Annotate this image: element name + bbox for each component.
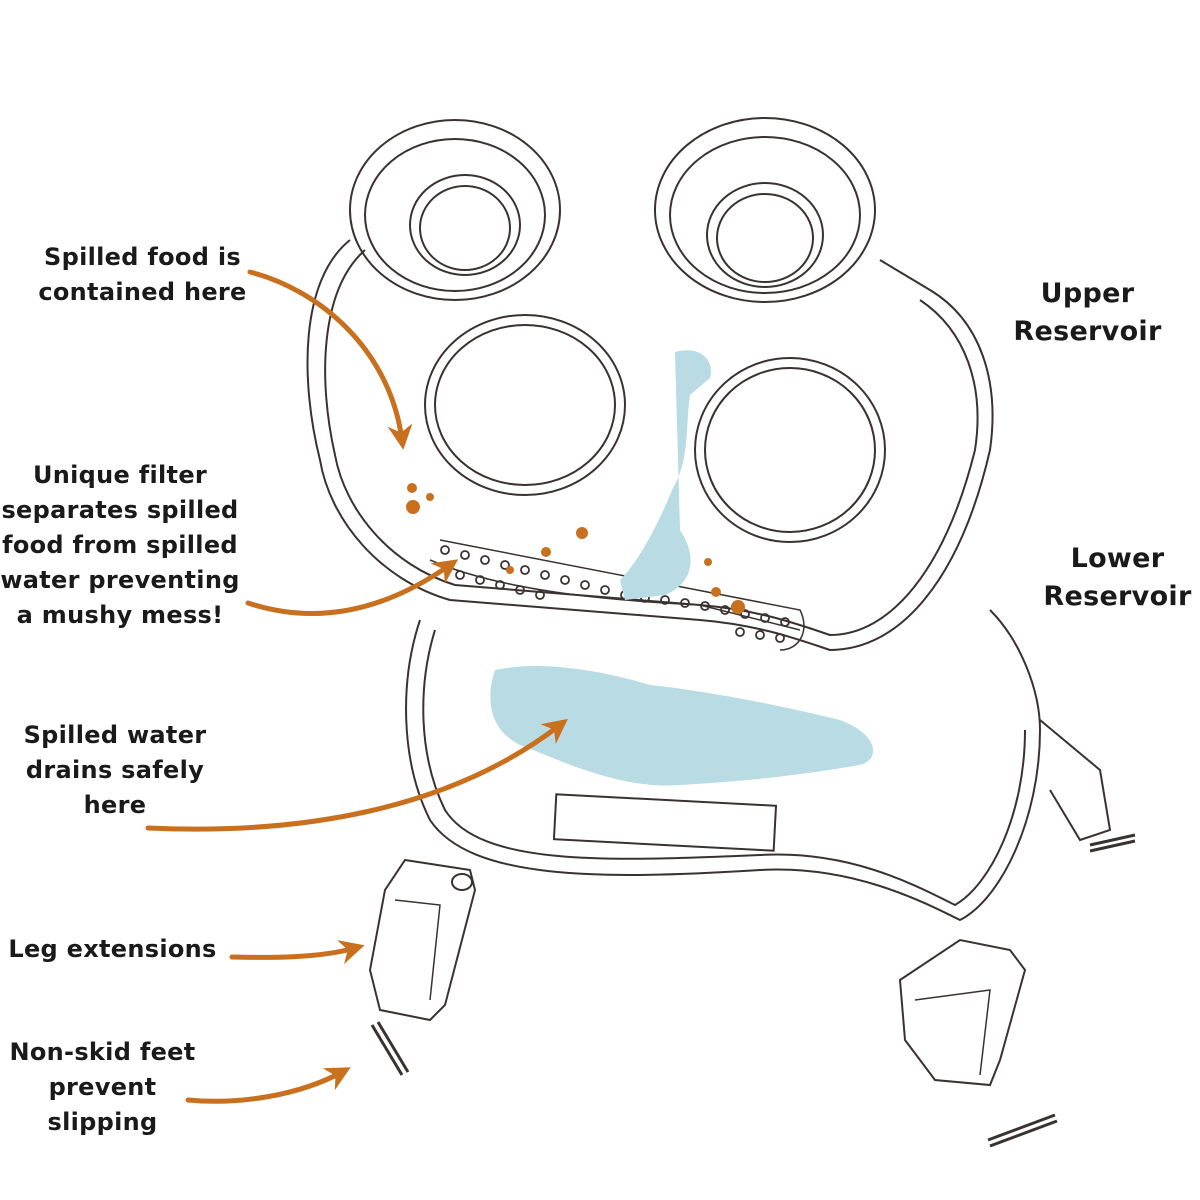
- arrow-non-skid-feet: [185, 1067, 351, 1104]
- spilled-food-bits: [406, 483, 745, 614]
- lower-reservoir-tray: [405, 609, 1112, 922]
- callout-leg-extensions: Leg extensions: [8, 935, 217, 963]
- arrow-spilled-water: [145, 718, 568, 832]
- label-upper-reservoir: Upper Reservoir: [1013, 278, 1162, 347]
- right-bowl: [654, 117, 876, 303]
- callout-non-skid-feet: Non-skid feet prevent slipping: [9, 1038, 196, 1136]
- non-skid-foot: [370, 1021, 410, 1076]
- water-spill-upper: [620, 350, 711, 600]
- left-bowl: [349, 119, 561, 301]
- water-spill-lower: [490, 665, 874, 786]
- callout-spilled-food: Spilled food is contained here: [38, 243, 247, 306]
- label-lower-reservoir: Lower Reservoir: [1043, 543, 1192, 612]
- non-skid-foot: [1089, 833, 1136, 853]
- non-skid-foot: [987, 1113, 1058, 1148]
- leg-extension-right: [898, 938, 1027, 1087]
- callout-spilled-water: Spilled water drains safely here: [23, 721, 207, 819]
- arrow-spilled-food: [247, 269, 413, 450]
- filter-grate: [440, 545, 790, 643]
- leg-extension-left: [368, 858, 477, 1022]
- arrow-unique-filter: [245, 559, 459, 616]
- callout-unique-filter: Unique filter separates spilled food fro…: [0, 461, 240, 629]
- arrow-leg-extensions: [229, 940, 365, 965]
